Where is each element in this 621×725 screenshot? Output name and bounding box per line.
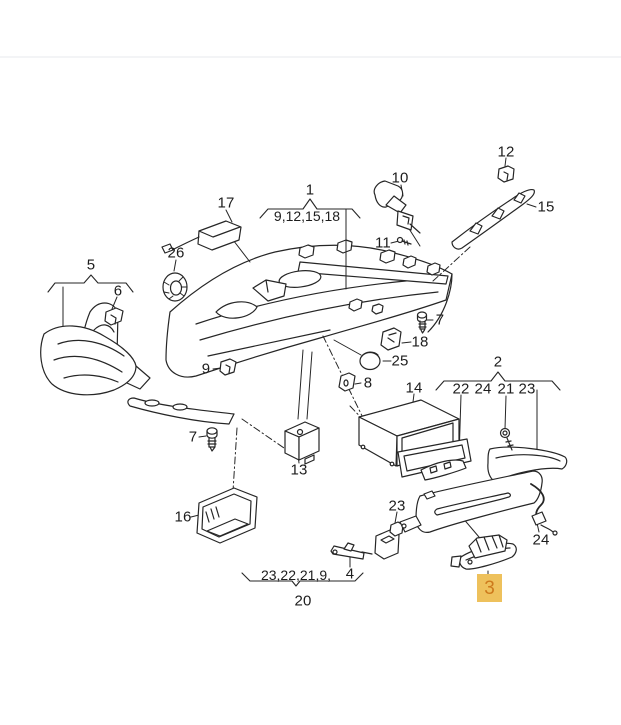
part-label-26: 26 <box>167 244 185 262</box>
part-label-14: 14 <box>405 379 423 397</box>
highlighted-part-marker[interactable]: 3 <box>477 574 502 602</box>
part-label-13: 13 <box>290 461 308 479</box>
part-label-10: 10 <box>391 169 409 187</box>
mounting-frame <box>397 438 472 478</box>
damper-4 <box>330 542 373 560</box>
clip-12 <box>497 165 515 183</box>
bracket-group-1 <box>259 198 361 219</box>
storage-tray-16 <box>196 487 258 544</box>
part-label-7-left: 7 <box>188 428 198 446</box>
bracket-group-20 <box>241 572 364 587</box>
part-label-2: 2 <box>493 353 503 371</box>
switch-13 <box>284 421 320 465</box>
group-members-20: 23,22,21,9, <box>260 567 332 583</box>
part-label-1: 1 <box>305 181 315 199</box>
screw-11 <box>396 236 412 246</box>
part-label-18: 18 <box>411 333 429 351</box>
lock-unit-17 <box>161 220 242 254</box>
actuator-10 <box>373 180 421 234</box>
screw-21 <box>499 427 514 451</box>
part-label-21: 21 <box>497 380 515 398</box>
part-label-22: 22 <box>452 380 470 398</box>
part-label-7-right: 7 <box>435 311 445 329</box>
part-label-23-group: 23 <box>518 380 536 398</box>
glovebox-lid <box>399 470 543 533</box>
bracket-group-5 <box>47 274 134 293</box>
trim-strip-15 <box>451 188 535 250</box>
part-label-15: 15 <box>537 198 555 216</box>
part-label-24: 24 <box>532 531 550 549</box>
part-label-25: 25 <box>391 352 409 370</box>
part-label-24-group: 24 <box>474 380 492 398</box>
part-label-9: 9 <box>201 360 211 378</box>
clip-8 <box>338 372 356 392</box>
clip-9 <box>219 358 237 376</box>
part-label-12: 12 <box>497 143 515 161</box>
part-label-4: 4 <box>345 565 355 583</box>
latch-handle-3 <box>450 534 517 570</box>
part-label-6: 6 <box>113 282 123 300</box>
hinge-bracket <box>374 529 400 560</box>
screw-7-left <box>206 427 218 452</box>
part-label-20: 20 <box>294 592 312 610</box>
clip-23 <box>389 521 404 537</box>
highlighted-part-label: 3 <box>484 577 495 599</box>
bracket-group-2 <box>435 371 561 391</box>
part-label-17: 17 <box>217 194 235 212</box>
page-seam-line <box>0 56 621 58</box>
clip-6 <box>104 307 124 326</box>
lid-upper-panel <box>487 446 568 483</box>
clip-18 <box>380 327 402 351</box>
part-label-8: 8 <box>363 374 373 392</box>
trim-panel-5 <box>40 325 151 396</box>
part-label-5: 5 <box>86 256 96 274</box>
bracket-rail-22 <box>420 459 467 481</box>
part-label-11: 11 <box>375 234 391 252</box>
cable-24 <box>530 483 558 536</box>
part-label-23: 23 <box>388 497 406 515</box>
ring-26 <box>162 272 188 302</box>
group-members-1: 9,12,15,18 <box>273 208 341 224</box>
part-label-16: 16 <box>174 508 192 526</box>
plug-25 <box>359 351 381 371</box>
screw-7-right <box>416 311 428 334</box>
group-brackets <box>47 198 561 587</box>
